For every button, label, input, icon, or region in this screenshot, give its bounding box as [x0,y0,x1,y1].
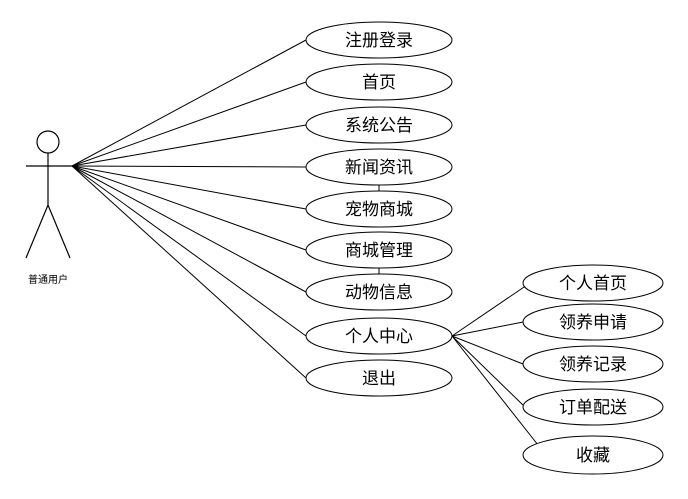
assoc-favorites [451,335,539,446]
assoc-order-delivery [451,335,526,408]
use-case-pet-mall: 宠物商城 [305,190,453,228]
sub-associations [451,282,539,446]
assoc-logout [71,165,307,379]
use-case-ellipse [305,106,453,144]
use-case-label: 领养申请 [559,313,627,333]
sub-use-case-adoption-apply: 领养申请 [522,303,664,341]
use-case-personal-center: 个人中心 [305,317,453,355]
use-case-label: 订单配送 [559,398,627,418]
assoc-personal-center [71,165,307,337]
use-case-ellipse [305,21,453,59]
use-case-ellipse [522,303,664,341]
assoc-announcement [71,124,307,167]
use-case-ellipse [305,317,453,355]
assoc-home [71,81,307,167]
assoc-animal-info [71,165,307,293]
use-case-label: 系统公告 [345,116,413,136]
use-case-ellipse [305,190,453,228]
use-case-news: 新闻资讯 [305,148,453,186]
use-case-logout: 退出 [305,359,453,397]
use-case-label: 注册登录 [345,31,413,51]
use-case-label: 收藏 [576,446,610,466]
sub-use-case-personal-home: 个人首页 [522,264,664,302]
use-case-ellipse [305,273,453,311]
assoc-pet-mall [71,165,307,210]
actor-head [36,130,60,154]
use-case-label: 个人中心 [345,327,413,347]
use-case-ellipse [305,231,453,269]
use-case-label: 动物信息 [345,283,413,303]
actor-label: 普通用户 [28,273,68,286]
actor-figure [25,130,72,259]
use-case-ellipse [522,388,664,426]
assoc-adoption-apply [451,321,524,337]
use-case-label: 领养记录 [559,355,627,375]
sub-use-case-order-delivery: 订单配送 [522,388,664,426]
use-case-label: 宠物商城 [345,200,413,220]
use-case-ellipse [305,148,453,186]
use-case-announcement: 系统公告 [305,106,453,144]
assoc-adoption-record [451,335,524,365]
use-case-ellipse [522,435,664,475]
sub-use-case-favorites: 收藏 [522,435,664,475]
use-case-ellipse [305,63,453,101]
assoc-personal-home [451,282,531,337]
assoc-news [71,165,307,168]
use-case-label: 商城管理 [345,241,413,261]
use-case-label: 首页 [362,73,396,93]
assoc-mall-manage [71,165,307,251]
use-case-mall-manage: 商城管理 [305,231,453,269]
use-case-register-login: 注册登录 [305,21,453,59]
actor-left-leg [25,204,49,259]
actor-associations [71,39,307,379]
use-case-label: 退出 [362,369,396,389]
sub-use-case-adoption-record: 领养记录 [522,345,664,383]
use-case-ellipse [305,359,453,397]
assoc-register-login [71,39,307,167]
use-case-animal-info: 动物信息 [305,273,453,311]
actor-right-leg [47,204,71,259]
use-case-ellipse [522,345,664,383]
use-case-label: 个人首页 [559,274,627,294]
use-case-ellipse [522,264,664,302]
use-case-home: 首页 [305,63,453,101]
use-case-label: 新闻资讯 [345,158,413,178]
